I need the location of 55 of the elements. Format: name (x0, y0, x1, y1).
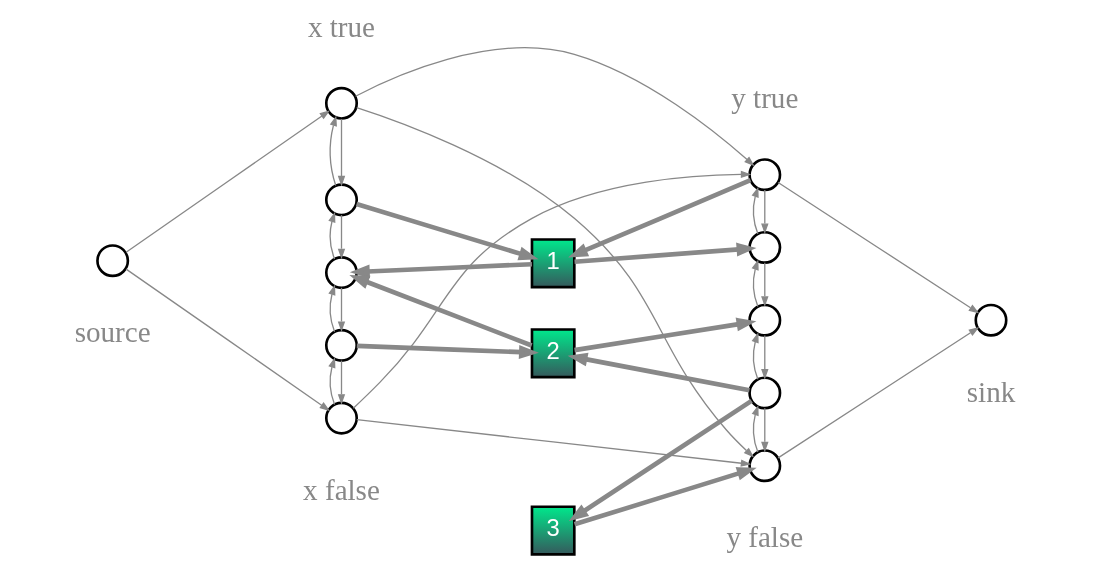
arrow (328, 357, 336, 406)
arrow (349, 261, 532, 279)
arrow (751, 259, 759, 308)
node-label: y false (726, 521, 804, 554)
arrow (337, 287, 346, 332)
node-circle (748, 449, 782, 483)
arrow (329, 115, 337, 187)
node-circle (324, 183, 359, 217)
node-label: source (74, 316, 151, 349)
node-label: sink (966, 375, 1016, 408)
node-label: x true (307, 10, 376, 43)
node-circle (324, 401, 359, 435)
node-circle (748, 230, 782, 264)
arrow (568, 178, 752, 258)
arrow (337, 214, 346, 260)
node-circle (324, 256, 359, 290)
arrow (568, 398, 753, 522)
node-box: 2 (530, 328, 576, 379)
node-label: y true (731, 82, 799, 115)
node-circle (324, 86, 359, 120)
node-circle (974, 303, 1008, 337)
node-circle (748, 303, 782, 337)
node-box: 3 (530, 505, 576, 556)
arrow (356, 106, 755, 458)
arrow (355, 201, 539, 261)
arrow (328, 211, 336, 260)
node-box: 1 (530, 238, 576, 289)
arrow (751, 332, 759, 380)
arrow (125, 268, 331, 412)
arrow (356, 419, 752, 467)
arrow (354, 47, 755, 167)
node-circle (748, 158, 782, 192)
arrow (761, 407, 769, 453)
arrow (337, 118, 346, 187)
arrow (751, 186, 759, 235)
arrow (573, 467, 757, 527)
arrow (356, 343, 539, 359)
arrow (328, 284, 336, 333)
node-circle (96, 244, 130, 278)
arrow (125, 110, 331, 253)
arrow (574, 317, 757, 353)
arrow (751, 404, 759, 453)
arrow (777, 326, 980, 459)
node-circle (324, 328, 359, 362)
arrow (574, 242, 757, 265)
arrow (567, 352, 750, 393)
arrow (337, 359, 346, 405)
arrow (352, 170, 752, 409)
node-label: x false (303, 473, 380, 506)
arrow (777, 181, 980, 314)
arrow (761, 189, 769, 235)
arrow (349, 275, 533, 348)
arrow (761, 262, 769, 307)
node-circle (748, 376, 782, 410)
arrow (761, 334, 769, 380)
